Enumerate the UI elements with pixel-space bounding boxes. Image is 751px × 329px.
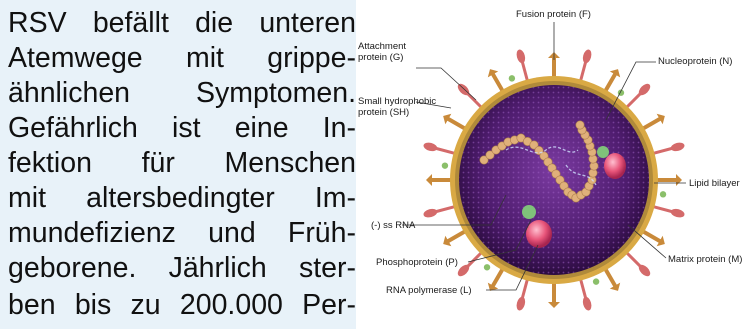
fusion-spike (493, 268, 503, 285)
fusion-spike (493, 74, 503, 91)
label-ss-rna: (-) ss RNA (371, 220, 416, 231)
small-hydrophobic-protein (593, 278, 599, 284)
label-matrix-protein: Matrix protein (M) (668, 254, 742, 265)
label-attachment-protein-1: Attachment (358, 41, 406, 52)
fusion-spike (642, 119, 659, 129)
text-line-1: RSV befällt die unteren (8, 6, 356, 41)
core-texture (459, 85, 649, 275)
polymerase-shape-1 (604, 153, 626, 179)
fusion-spike-head (426, 174, 432, 186)
nucleoprotein-bead (576, 121, 584, 129)
text-line-6: mit altersbedingter Im- (8, 181, 356, 216)
polymerase-shape-2 (526, 220, 552, 248)
virus-illustration: Fusion protein (F) Attachment protein (G… (356, 0, 751, 329)
attachment-spike-head (581, 49, 592, 65)
attachment-spike-head (670, 141, 686, 152)
small-hydrophobic-protein (484, 264, 490, 270)
fusion-spike (448, 119, 465, 129)
small-hydrophobic-protein (509, 75, 515, 81)
fusion-spike (448, 231, 465, 241)
small-hydrophobic-protein (442, 162, 448, 168)
label-lipid-bilayer: Lipid bilayer (689, 178, 740, 189)
attachment-spike-head (670, 207, 686, 218)
attachment-spike-head (515, 296, 526, 312)
label-phosphoprotein: Phosphoprotein (P) (376, 257, 458, 268)
label-small-hydrophobic-2: protein (SH) (358, 107, 409, 118)
text-line-9: ben bis zu 200.000 Per- (8, 288, 356, 323)
attachment-spike-head (423, 207, 439, 218)
text-line-5: fektion für Menschen (8, 146, 356, 181)
label-small-hydrophobic-1: Small hydrophobic (358, 96, 436, 107)
attachment-spike-head (423, 141, 439, 152)
fusion-spike-head (676, 174, 682, 186)
rsv-virus-diagram: Fusion protein (F) Attachment protein (G… (356, 0, 751, 329)
body-text: RSV befällt die unteren Atemwege mit gri… (8, 6, 356, 321)
label-rna-polymerase: RNA polymerase (L) (386, 285, 472, 296)
text-line-4: Gefährlich ist eine In- (8, 111, 356, 146)
attachment-spike-head (515, 49, 526, 65)
fusion-spike (605, 74, 615, 91)
text-line-2: Atemwege mit grippe- (8, 41, 356, 76)
small-hydrophobic-protein (660, 191, 666, 197)
text-line-3: ähnlichen Symptomen. (8, 76, 356, 111)
attachment-spike-head (581, 296, 592, 312)
fusion-spike (605, 268, 615, 285)
label-nucleoprotein: Nucleoprotein (N) (658, 56, 732, 67)
text-line-8: geborene. Jährlich ster- (8, 251, 356, 286)
label-attachment-protein-2: protein (G) (358, 52, 403, 63)
phosphoprotein-shape-2 (522, 205, 536, 219)
fusion-spike-head (548, 302, 560, 308)
label-fusion-protein: Fusion protein (F) (516, 9, 591, 20)
text-line-7: mundefizienz und Früh- (8, 216, 356, 251)
phosphoprotein-shape-1 (597, 146, 609, 158)
